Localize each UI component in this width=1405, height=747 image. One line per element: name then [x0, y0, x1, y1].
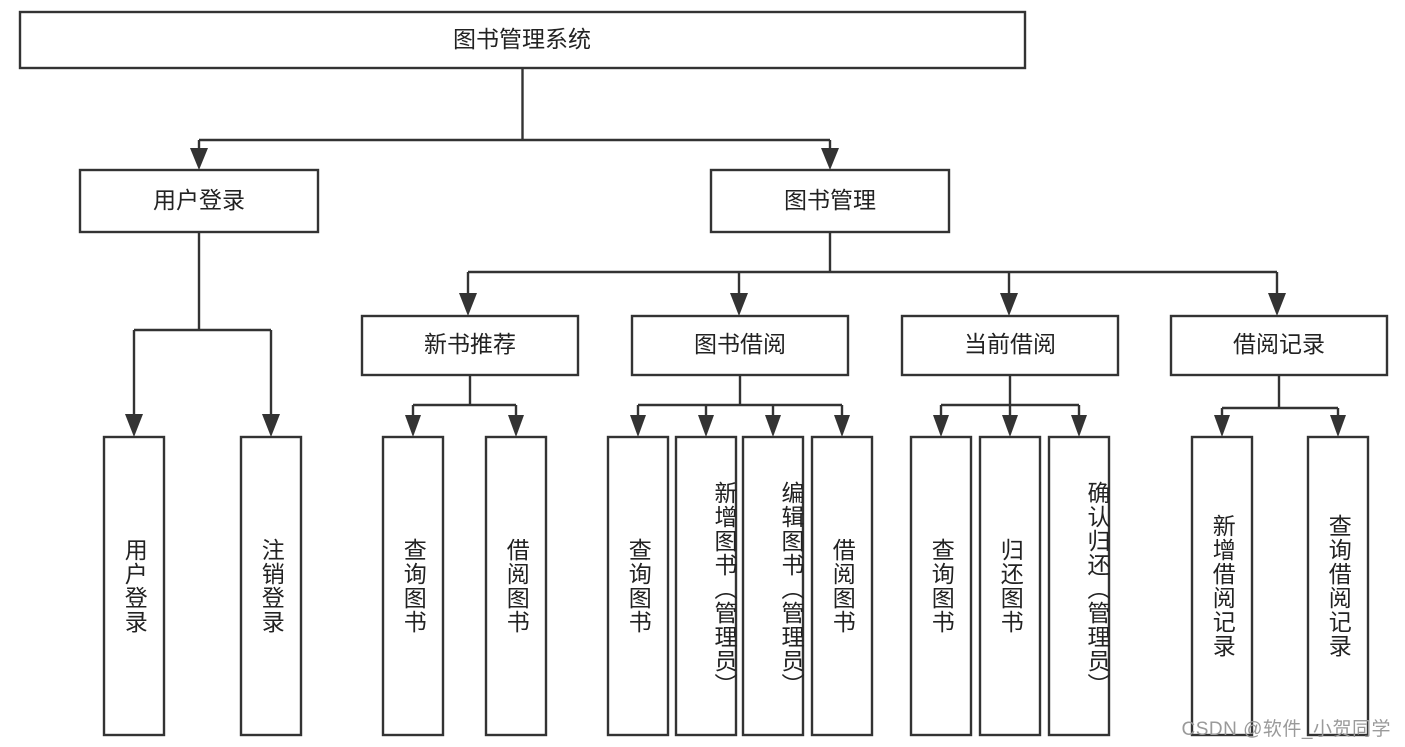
node-box-leaf-borrow-book-1[interactable] [484, 435, 548, 737]
node-label-user-login: 用户登录 [153, 187, 245, 213]
arrow-head-leaf-add-book [698, 415, 714, 437]
arrow-head-leaf-add-record [1214, 415, 1230, 437]
node-box-leaf-add-book[interactable] [674, 435, 738, 737]
arrow-head-leaf-query-book-2 [630, 415, 646, 437]
arrow-head-current-borrow [1000, 293, 1018, 316]
node-box-new-book-rec[interactable] [360, 314, 580, 377]
arrow-head-book-manage [821, 148, 839, 170]
node-layer: 图书管理系统 用户登录 图书管理 新书推荐 图书借阅 当前借阅 借阅记录 [18, 10, 1389, 737]
node-box-leaf-confirm-return[interactable] [1047, 435, 1111, 737]
node-box-leaf-query-book-2[interactable] [606, 435, 670, 737]
arrow-head-leaf-edit-book [765, 415, 781, 437]
node-box-leaf-query-book-3[interactable] [909, 435, 973, 737]
node-box-leaf-borrow-book-2[interactable] [810, 435, 874, 737]
arrow-head-leaf-logout [262, 414, 280, 437]
arrow-head-leaf-query-book-3 [933, 415, 949, 437]
arrow-head-book-borrow [730, 293, 748, 316]
node-label-borrow-record: 借阅记录 [1233, 331, 1325, 357]
arrow-head-leaf-user-login [125, 414, 143, 437]
node-label-book-manage: 图书管理 [784, 187, 876, 213]
connector-layer [125, 68, 1346, 437]
node-box-leaf-logout[interactable] [239, 435, 303, 737]
node-box-current-borrow[interactable] [900, 314, 1120, 377]
node-label-root: 图书管理系统 [453, 26, 591, 52]
watermark-text: CSDN @软件_小贺同学 [1181, 719, 1391, 740]
node-label-book-borrow: 图书借阅 [694, 331, 786, 357]
arrow-head-new-book-rec [459, 293, 477, 316]
node-box-leaf-add-record[interactable] [1190, 435, 1254, 737]
node-box-book-manage[interactable] [709, 168, 951, 234]
node-box-user-login[interactable] [78, 168, 320, 234]
arrow-head-leaf-borrow-book-1 [508, 415, 524, 437]
node-box-book-borrow[interactable] [630, 314, 850, 377]
arrow-head-user-login [190, 148, 208, 170]
arrow-head-leaf-query-book-1 [405, 415, 421, 437]
node-label-current-borrow: 当前借阅 [964, 331, 1056, 357]
node-box-leaf-query-record[interactable] [1306, 435, 1370, 737]
node-box-leaf-query-book-1[interactable] [381, 435, 445, 737]
arrow-head-leaf-query-record [1330, 415, 1346, 437]
arrow-head-leaf-borrow-book-2 [834, 415, 850, 437]
node-box-leaf-edit-book[interactable] [741, 435, 805, 737]
node-label-new-book-rec: 新书推荐 [424, 331, 516, 357]
arrow-head-borrow-record [1268, 293, 1286, 316]
arrow-head-leaf-return-book [1002, 415, 1018, 437]
node-box-borrow-record[interactable] [1169, 314, 1389, 377]
arrow-head-leaf-confirm-return [1071, 415, 1087, 437]
node-box-leaf-return-book[interactable] [978, 435, 1042, 737]
node-box-root[interactable] [18, 10, 1027, 70]
node-box-leaf-user-login[interactable] [102, 435, 166, 737]
